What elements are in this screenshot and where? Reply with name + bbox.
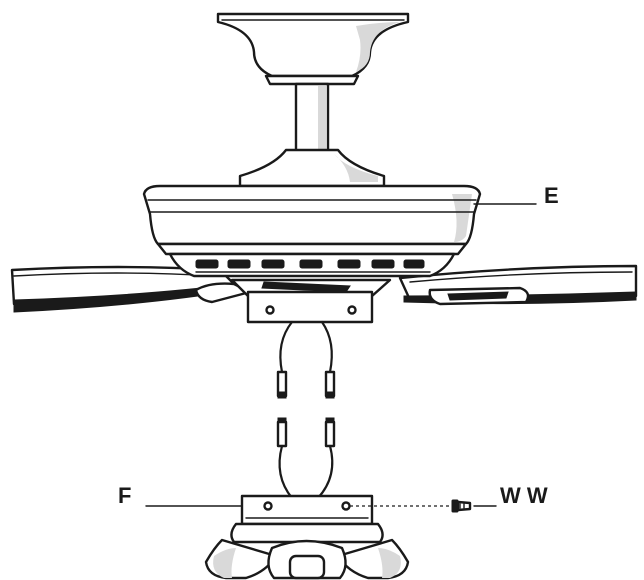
label-ww: W W [500, 483, 548, 508]
housing-vents [195, 259, 425, 269]
light-fixture [204, 522, 410, 580]
label-e: E [544, 183, 559, 208]
motor-housing [142, 184, 482, 278]
light-kit-adapter [240, 494, 374, 526]
fan-blades [10, 264, 638, 313]
label-f: F [118, 483, 131, 508]
downrod [294, 82, 330, 156]
screw-icon [451, 499, 472, 513]
lower-wires [276, 417, 336, 500]
upper-wires [276, 320, 336, 399]
canopy [216, 12, 410, 86]
switch-housing-bracket [230, 278, 392, 324]
motor-collar [238, 148, 386, 188]
